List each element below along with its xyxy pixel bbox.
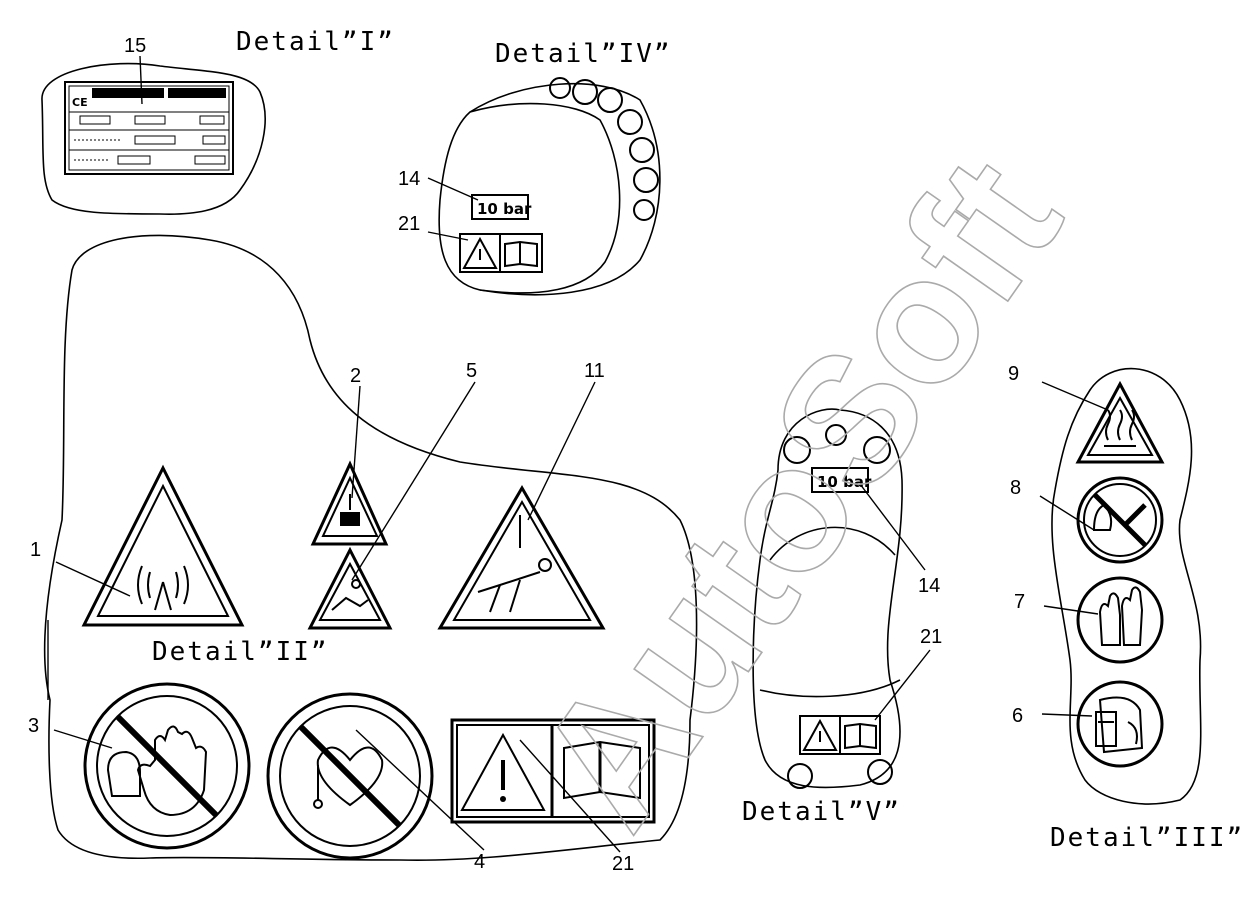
- gloves-icon: [1076, 576, 1164, 664]
- ce-mark: CE: [72, 96, 88, 109]
- callout-14-v: 14: [918, 575, 940, 597]
- callout-7: 7: [1014, 591, 1025, 613]
- warning-manual-icon-iv: [459, 233, 543, 273]
- detail-i-group: CE 15 Detail”I”: [41, 27, 395, 215]
- callout-1: 1: [30, 539, 41, 561]
- pressure-text-iv: 10 bar: [477, 200, 532, 218]
- watermark: AutoSoft: [498, 124, 1098, 862]
- no-open-flame-icon: [1076, 476, 1164, 564]
- callout-21-iv: 21: [398, 213, 420, 235]
- detail-iii-group: 9 8 7 6 Detail”III”: [1008, 363, 1244, 853]
- detail-iv-title: Detail”IV”: [495, 39, 672, 69]
- callout-3: 3: [28, 715, 39, 737]
- detail-ii-outline: [43, 234, 698, 862]
- detail-i-title: Detail”I”: [236, 27, 395, 57]
- no-pacemaker-icon: [266, 692, 434, 860]
- pressure-label-v: [811, 467, 869, 493]
- face-shield-icon: [1076, 680, 1164, 768]
- detail-ii-title: Detail”II”: [152, 637, 329, 667]
- nameplate: CE: [64, 81, 234, 175]
- tank-wheels: [783, 424, 893, 789]
- hand-crush-warning-icon: [307, 546, 393, 630]
- detail-v-outline: [752, 408, 903, 789]
- callout-5: 5: [466, 360, 477, 382]
- callout-2: 2: [350, 365, 361, 387]
- callout-9: 9: [1008, 363, 1019, 385]
- detail-v-group: 10 bar 14 21 Detail”V”: [742, 408, 942, 827]
- callout-8: 8: [1010, 477, 1021, 499]
- electromagnetic-warning-icon: [81, 464, 245, 627]
- hot-surface-icon: [1075, 380, 1165, 464]
- tank-rings: [549, 77, 659, 221]
- detail-i-outline: [41, 62, 266, 215]
- callout-15: 15: [124, 35, 146, 57]
- pressure-label-iv: [471, 194, 529, 220]
- pressure-text-v: 10 bar: [817, 473, 872, 491]
- callout-21-ii: 21: [612, 853, 634, 875]
- detail-iii-title: Detail”III”: [1050, 823, 1244, 853]
- person-fall-warning-icon: [437, 485, 606, 630]
- callout-4: 4: [474, 851, 485, 873]
- falling-object-warning-icon: [310, 460, 389, 546]
- detail-iii-outline: [1051, 367, 1202, 805]
- detail-v-title: Detail”V”: [742, 797, 901, 827]
- warning-manual-icon: [450, 718, 656, 824]
- detail-ii-group: 1 2 5 11 Detail: [28, 234, 698, 875]
- detail-iv-group: Detail”IV” 10 bar 14 21: [398, 39, 672, 296]
- warning-manual-icon-v: [799, 715, 881, 755]
- callout-11: 11: [584, 360, 605, 382]
- callout-14-iv: 14: [398, 168, 420, 190]
- callout-21-v: 21: [920, 626, 942, 648]
- no-touch-icon: [83, 682, 251, 850]
- callout-6: 6: [1012, 705, 1023, 727]
